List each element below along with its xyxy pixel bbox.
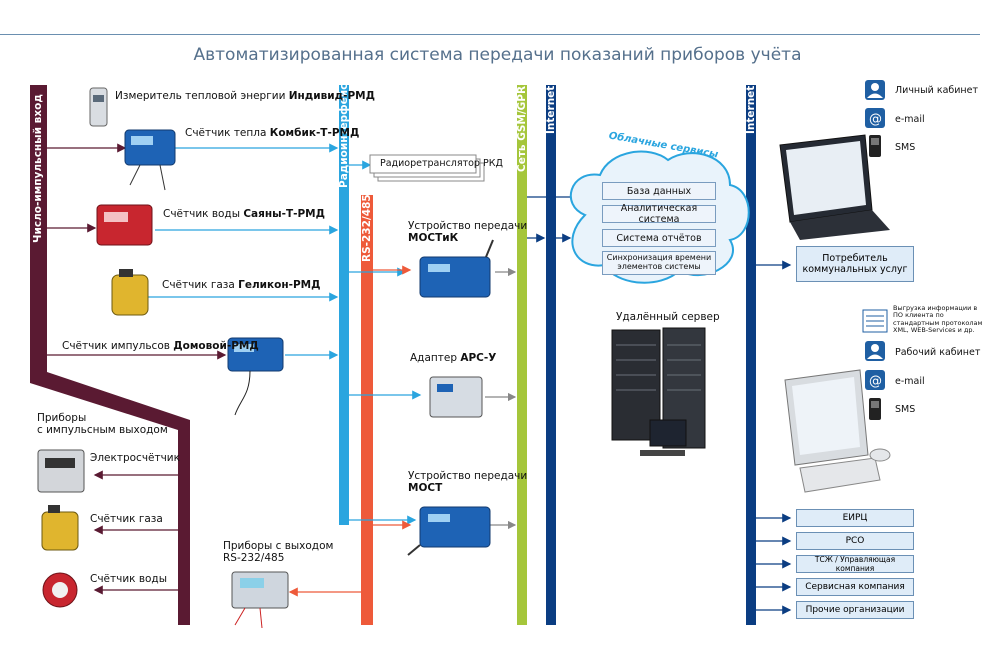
ars-label: Адаптер АРС-У bbox=[410, 352, 497, 364]
sayany-device-icon bbox=[96, 204, 153, 246]
laptop-icon bbox=[779, 134, 890, 240]
internet-bus-1-label: Internet bbox=[545, 85, 557, 134]
retranslator-box bbox=[369, 154, 477, 174]
export-label: Выгрузка информации в ПО клиента по стан… bbox=[893, 304, 983, 335]
consumer-sms-label: SMS bbox=[895, 142, 916, 153]
water-meter-icon bbox=[42, 572, 78, 608]
email-icon-2: @ bbox=[865, 370, 885, 390]
radio-bus-label: Радиоинтерфейс HD bbox=[338, 62, 350, 188]
worker-email-label: e-mail bbox=[895, 376, 925, 387]
pulse-bus-label: Число-импульсный вход bbox=[32, 94, 44, 243]
consumer-box: Потребитель коммунальных услуг bbox=[796, 246, 914, 282]
mostik-device-icon bbox=[419, 239, 494, 298]
gsm-bus bbox=[517, 85, 527, 625]
svg-text:@: @ bbox=[869, 374, 882, 389]
sayany-label: Счётчик воды Саяны-Т-РМД bbox=[163, 208, 325, 220]
internet-bus-2-label: Internet bbox=[745, 85, 757, 134]
org-service: Сервисная компания bbox=[796, 578, 914, 596]
internet-bus-1 bbox=[546, 85, 556, 625]
consumer-cabinet-label: Личный кабинет bbox=[895, 85, 979, 96]
internet-bus-2 bbox=[746, 85, 756, 625]
server-label: Удалённый сервер bbox=[616, 311, 720, 323]
cloud-item-analytics: Аналитическая система bbox=[602, 203, 716, 225]
ars-device-icon bbox=[429, 376, 483, 418]
kombik-label: Счётчик тепла Комбик-Т-РМД bbox=[185, 127, 360, 139]
org-rso: РСО bbox=[796, 532, 914, 550]
pulse-bus bbox=[30, 85, 190, 625]
gas-label: Счётчик газа bbox=[90, 513, 163, 525]
page-title: Автоматизированная система передачи пока… bbox=[193, 45, 802, 65]
individ-label: Измеритель тепловой энергии Индивид-РМД bbox=[115, 90, 375, 102]
cloud-item-time-sync: Синхронизация времени элементов системы bbox=[602, 251, 716, 275]
export-doc-icon bbox=[862, 309, 888, 333]
work-cabinet-icon bbox=[865, 341, 885, 361]
rs-device-icon bbox=[231, 571, 289, 629]
server-icon bbox=[611, 327, 706, 456]
elec-label: Электросчётчик bbox=[90, 452, 180, 464]
water-label: Счётчик воды bbox=[90, 573, 167, 585]
retranslator-label: Радиоретранслятор РКД bbox=[380, 158, 503, 169]
org-other: Прочие организации bbox=[796, 601, 914, 619]
phone-icon-2 bbox=[869, 398, 881, 420]
svg-text:@: @ bbox=[869, 112, 882, 127]
cloud-item-database: База данных bbox=[602, 182, 716, 200]
gas-meter-icon bbox=[41, 505, 79, 551]
org-tszh: ТСЖ / Управляющая компания bbox=[796, 555, 914, 573]
org-eirc: ЕИРЦ bbox=[796, 509, 914, 527]
domovoy-device-icon bbox=[227, 337, 284, 416]
desktop-icon bbox=[784, 369, 891, 493]
email-icon-1: @ bbox=[865, 108, 885, 128]
cloud-item-reports: Система отчётов bbox=[602, 229, 716, 247]
user-cabinet-icon bbox=[865, 80, 885, 100]
most-device-icon bbox=[407, 506, 491, 556]
consumer-email-label: e-mail bbox=[895, 114, 925, 125]
worker-cabinet-label: Рабочий кабинет bbox=[895, 347, 981, 358]
gelikon-label: Счётчик газа Геликон-РМД bbox=[162, 279, 321, 291]
elec-meter-icon bbox=[37, 449, 85, 493]
individ-device-icon bbox=[89, 87, 108, 127]
kombik-device-icon bbox=[124, 129, 176, 191]
radio-bus bbox=[339, 85, 349, 525]
domovoy-label: Счётчик импульсов Домовой-РМД bbox=[62, 340, 259, 352]
gelikon-device-icon bbox=[111, 269, 149, 316]
header-divider bbox=[0, 34, 980, 35]
rs-bus-label: RS-232/485 bbox=[361, 194, 373, 262]
worker-sms-label: SMS bbox=[895, 404, 916, 415]
gsm-bus-label: Сеть GSM/GPRS bbox=[516, 78, 528, 172]
rs-bus bbox=[361, 195, 373, 625]
phone-icon-1 bbox=[869, 135, 881, 157]
